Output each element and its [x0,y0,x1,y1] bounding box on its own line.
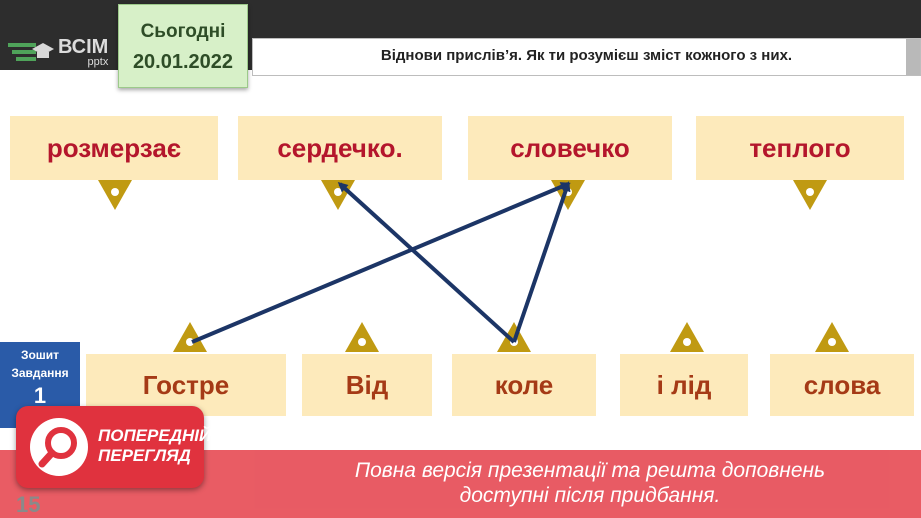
word-card-label: теплого [749,132,851,163]
notebook-subtitle: Завдання [11,366,69,380]
notebook-number: 1 [33,383,47,408]
word-card-top[interactable]: сердечко. [238,116,442,180]
word-card-top[interactable]: словечко [468,116,672,180]
connector-arrow [337,181,516,344]
connector-arrow [191,182,571,344]
banner-line-1: Повна версія презентації та решта доповн… [354,459,826,482]
logo-sub-text: pptx [87,55,109,68]
task-bar: Віднови прислів’я. Як ти розумієш зміст … [252,38,921,76]
date-box: Сьогодні 20.01.2022 [118,4,248,88]
word-card-bottom[interactable]: коле [452,354,596,416]
word-card-label: коле [494,369,554,400]
banner-line-2: доступні після придбання. [459,484,721,508]
preview-badge[interactable]: ПОПЕРЕДНІЙ ПЕРЕГЛЯД [16,406,211,488]
preview-line-1: ПОПЕРЕДНІЙ [98,426,212,445]
word-card-top[interactable]: теплого [696,116,904,180]
word-card-label: Від [345,369,389,400]
word-card-bottom[interactable]: і лід [620,354,748,416]
task-text: Віднови прислів’я. Як ти розумієш зміст … [380,47,793,64]
word-card-label: Гостре [142,369,230,400]
notebook-title: Зошит [20,348,60,362]
word-card-label: сердечко. [277,132,403,163]
preview-line-2: ПЕРЕГЛЯД [98,445,191,465]
search-icon [30,418,88,476]
word-card-bottom[interactable]: Від [302,354,432,416]
word-card-label: і лід [656,369,712,400]
date-value: 20.01.2022 [132,51,234,73]
word-card-label: розмерзає [46,132,182,163]
word-card-bottom[interactable]: Гостре [86,354,286,416]
word-card-label: слова [803,369,881,400]
word-card-bottom[interactable]: слова [770,354,914,416]
page-number: 15 [16,492,41,517]
task-bar-tab [906,39,920,75]
graduation-cap-icon [8,41,54,63]
side-tab [905,110,921,410]
date-label: Сьогодні [140,21,226,42]
logo: ВСІМ pptx [8,36,118,68]
word-card-label: словечко [510,132,630,163]
logo-main-text: ВСІМ [58,35,109,58]
word-card-top[interactable]: розмерзає [10,116,218,180]
